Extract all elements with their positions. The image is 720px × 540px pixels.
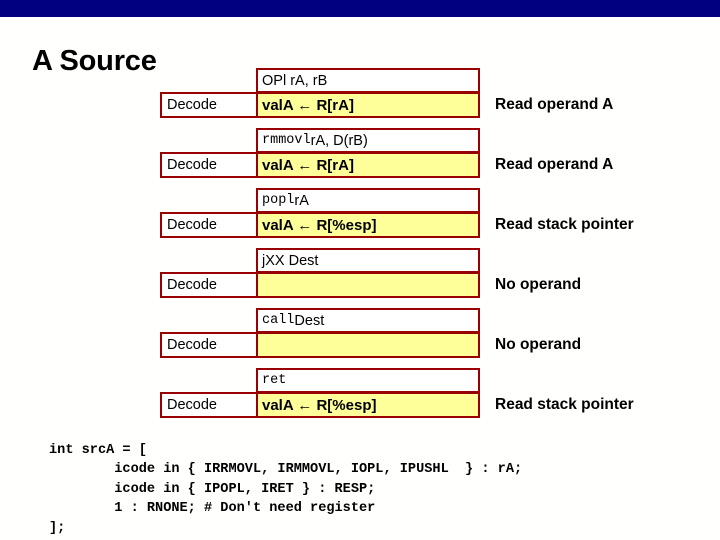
stage-operation-row: Decode bbox=[160, 272, 480, 298]
instruction-cell: popl rA bbox=[256, 188, 480, 213]
stage-name-cell: Decode bbox=[160, 272, 256, 298]
instruction-mnemonic: rmmovl bbox=[262, 133, 311, 148]
instruction-cell: ret bbox=[256, 368, 480, 393]
top-navy-bar bbox=[0, 0, 720, 17]
stage-name-cell: Decode bbox=[160, 92, 256, 118]
instruction-cell: rmmovl rA, D(rB) bbox=[256, 128, 480, 153]
stage-action-cell bbox=[256, 332, 480, 358]
stage-action-cell: valA ← R[%esp] bbox=[256, 212, 480, 238]
instruction-mnemonic: call bbox=[262, 313, 295, 328]
stage-operation-row: Decode bbox=[160, 332, 480, 358]
stage-name-cell: Decode bbox=[160, 212, 256, 238]
stage-action-cell: valA ← R[%esp] bbox=[256, 392, 480, 418]
instruction-operands: rA bbox=[294, 192, 309, 209]
stage-note: Read operand A bbox=[495, 156, 614, 173]
stage-note: No operand bbox=[495, 336, 582, 353]
stage-name-cell: Decode bbox=[160, 152, 256, 178]
instruction-mnemonic: ret bbox=[262, 373, 287, 388]
hcl-code-block: int srcA = [ icode in { IRRMOVL, IRMMOVL… bbox=[49, 442, 523, 536]
stage-note: No operand bbox=[495, 276, 582, 293]
stage-action-cell: valA ← R[rA] bbox=[256, 152, 480, 178]
instruction-operands: OPl rA, rB bbox=[262, 72, 328, 89]
stage-action-cell: valA ← R[rA] bbox=[256, 92, 480, 118]
instruction-cell: OPl rA, rB bbox=[256, 68, 480, 93]
stage-action-cell bbox=[256, 272, 480, 298]
instruction-cell: jXX Dest bbox=[256, 248, 480, 273]
instruction-operands: jXX Dest bbox=[262, 252, 319, 269]
stage-note: Read stack pointer bbox=[495, 396, 634, 413]
stage-note: Read operand A bbox=[495, 96, 614, 113]
instruction-operands: rA, D(rB) bbox=[310, 132, 368, 149]
instruction-cell: call Dest bbox=[256, 308, 480, 333]
page-title: A Source bbox=[32, 45, 157, 77]
instruction-mnemonic: popl bbox=[262, 193, 295, 208]
instruction-operands: Dest bbox=[294, 312, 325, 329]
stage-note: Read stack pointer bbox=[495, 216, 634, 233]
stage-name-cell: Decode bbox=[160, 332, 256, 358]
stage-name-cell: Decode bbox=[160, 392, 256, 418]
